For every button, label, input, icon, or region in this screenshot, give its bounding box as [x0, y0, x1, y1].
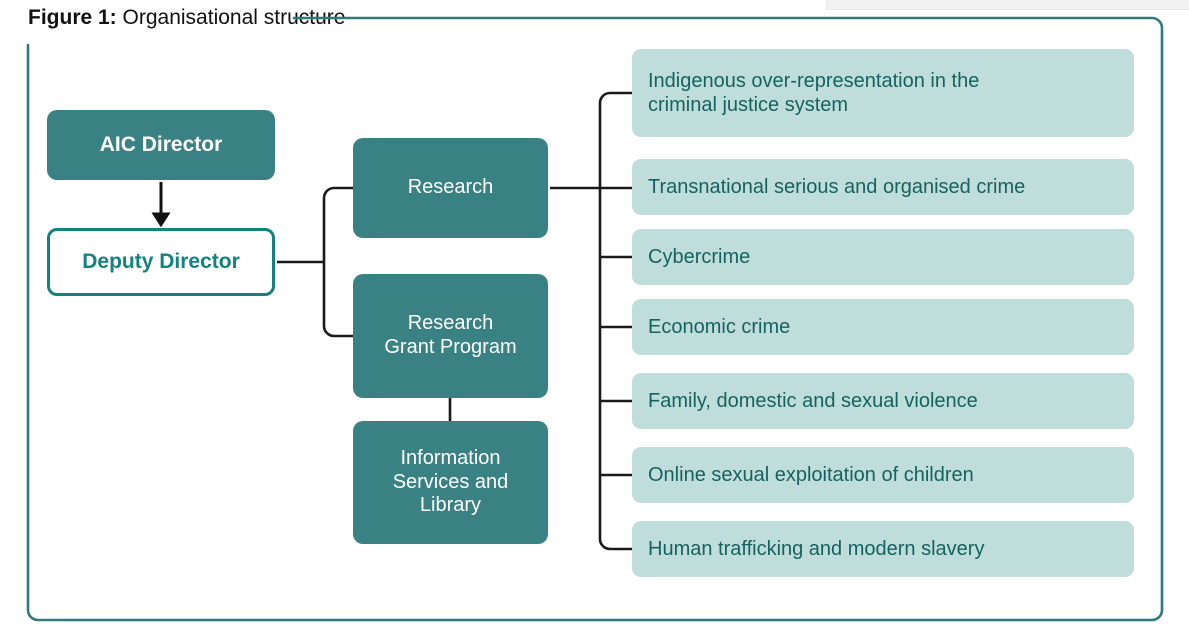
node-aic-director-label: AIC Director: [99, 132, 223, 156]
node-theme-transnational-serious-organised-crime[interactable]: Transnational serious and organised crim…: [632, 159, 1134, 215]
figure-caption: Figure 1: Organisational structure: [28, 4, 345, 32]
node-deputy-director[interactable]: Deputy Director: [47, 228, 275, 296]
node-theme-indigenous-over-representation[interactable]: Indigenous over-representation in the cr…: [632, 49, 1134, 137]
node-theme-3-label: Economic crime: [648, 315, 791, 338]
edge-middle-bracket: [322, 186, 353, 338]
node-library-label-line2: Services and: [392, 470, 509, 493]
node-theme-2-label: Cybercrime: [648, 245, 751, 268]
node-theme-online-sexual-exploitation-of-children[interactable]: Online sexual exploitation of children: [632, 447, 1134, 503]
node-theme-cybercrime[interactable]: Cybercrime: [632, 229, 1134, 285]
node-theme-6-label: Human trafficking and modern slavery: [648, 537, 985, 560]
node-research-grant-program[interactable]: Research Grant Program: [353, 274, 548, 398]
node-research-label: Research: [407, 176, 494, 199]
node-grant-label-line1: Research: [407, 312, 494, 335]
node-theme-0-line1: Indigenous over-representation in the: [648, 69, 980, 92]
node-theme-0-line2: criminal justice system: [648, 94, 849, 116]
node-information-services-and-library[interactable]: Information Services and Library: [353, 421, 548, 544]
node-library-label-line1: Information: [400, 447, 501, 470]
node-theme-human-trafficking-modern-slavery[interactable]: Human trafficking and modern slavery: [632, 521, 1134, 577]
node-theme-family-domestic-sexual-violence[interactable]: Family, domestic and sexual violence: [632, 373, 1134, 429]
node-deputy-director-label: Deputy Director: [82, 249, 240, 273]
page-edge-artifact: [826, 0, 1189, 10]
figure-number: Figure 1:: [28, 6, 117, 29]
edge-right-spine: [598, 91, 632, 551]
node-theme-4-label: Family, domestic and sexual violence: [648, 389, 978, 412]
node-aic-director[interactable]: AIC Director: [47, 110, 275, 180]
node-theme-1-label: Transnational serious and organised crim…: [648, 175, 1026, 198]
node-theme-economic-crime[interactable]: Economic crime: [632, 299, 1134, 355]
node-research[interactable]: Research: [353, 138, 548, 238]
page-title: Organisational structure: [122, 6, 346, 29]
node-theme-5-label: Online sexual exploitation of children: [648, 463, 974, 486]
node-library-label-line3: Library: [419, 494, 482, 517]
node-grant-label-line2: Grant Program: [384, 336, 517, 358]
